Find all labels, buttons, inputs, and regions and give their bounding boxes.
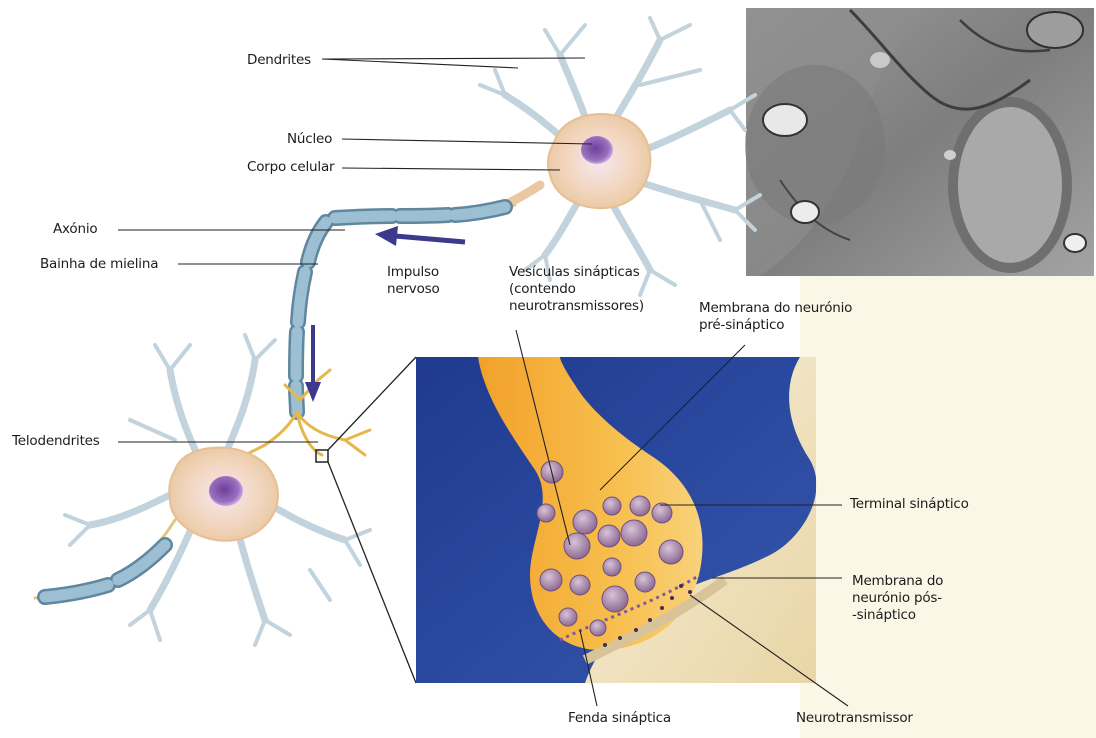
label-synaptic-terminal: Terminal sináptico: [850, 496, 969, 513]
upper-neuron: [480, 18, 760, 295]
label-neurotransmitter: Neurotransmissor: [796, 710, 913, 727]
label-axon: Axónio: [53, 221, 97, 238]
label-postsynaptic-membrane: Membrana do neurónio pós- -sináptico: [852, 573, 943, 624]
zoom-lines: [328, 357, 416, 683]
label-dendrites: Dendrites: [247, 52, 311, 69]
electron-micrograph: [745, 8, 1094, 276]
label-telodendrites: Telodendrites: [12, 433, 100, 450]
synapse-inset: [416, 357, 816, 683]
label-impulse: Impulso nervoso: [387, 264, 440, 298]
label-cell-body: Corpo celular: [247, 159, 334, 176]
label-nucleus: Núcleo: [287, 131, 332, 148]
lower-neuron: [35, 335, 370, 645]
label-presynaptic-membrane: Membrana do neurónio pré-sináptico: [699, 300, 852, 334]
label-vesicles: Vesículas sinápticas (contendo neurotran…: [509, 264, 644, 315]
label-myelin-sheath: Bainha de mielina: [40, 256, 158, 273]
label-synaptic-cleft: Fenda sináptica: [568, 710, 671, 727]
